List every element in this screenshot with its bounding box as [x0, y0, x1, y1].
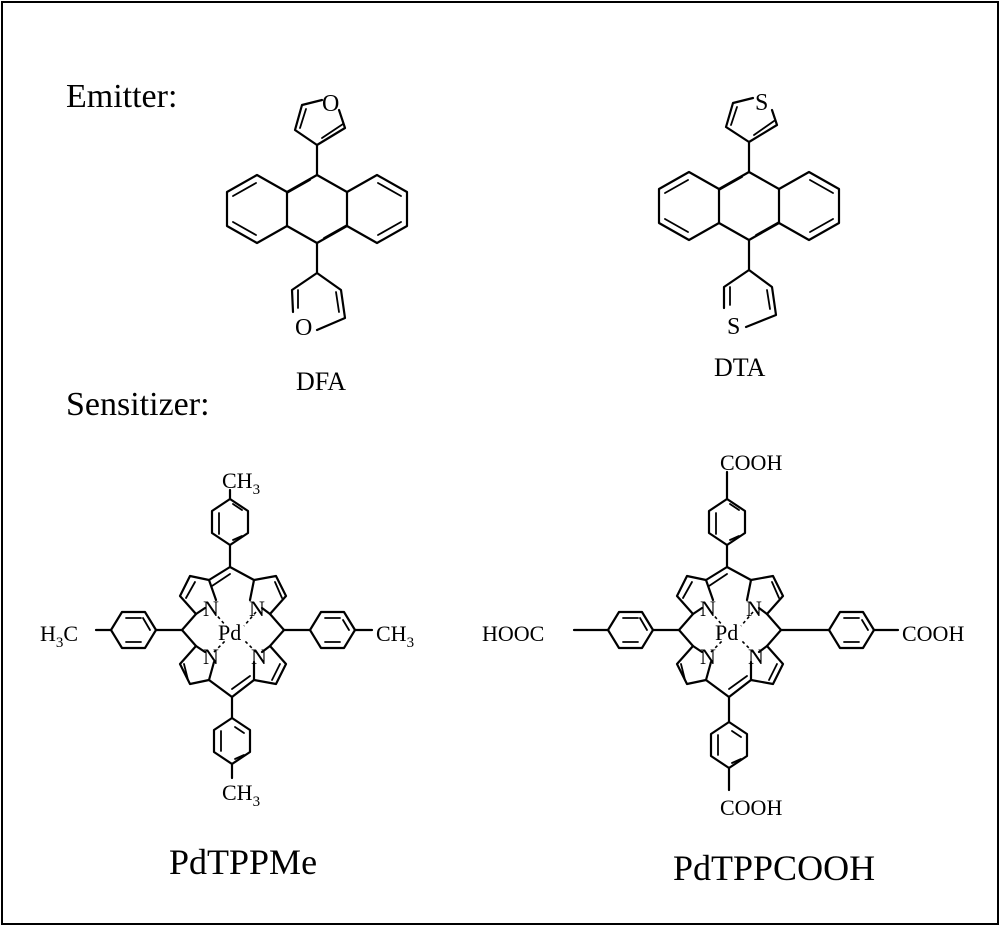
pdtppme-nitrogen-2: N — [249, 596, 265, 621]
pdtppcooh-nitrogen-2: N — [746, 596, 762, 621]
pdtppme-name: PdTPPMe — [169, 842, 317, 882]
pdtppme-tolyl-right — [282, 610, 374, 650]
pdtppme-methyl-left: H3C — [40, 621, 78, 651]
pdtppcooh-aryl-right — [779, 610, 900, 650]
emitter-heading: Emitter: — [66, 78, 177, 115]
pdtppcooh-nitrogen-1: N — [700, 596, 716, 621]
pdtppme-nitrogen-4: N — [251, 644, 267, 669]
pdtppcooh-name: PdTPPCOOH — [673, 848, 875, 888]
pdtppcooh-aryl-left — [572, 610, 681, 650]
dfa-name: DFA — [296, 367, 346, 396]
pdtppme-palladium: Pd — [218, 620, 241, 645]
dta-structure: S S DTA — [657, 90, 841, 382]
dfa-structure: O O DFA — [225, 91, 409, 396]
dta-name: DTA — [714, 353, 766, 382]
dta-bottom-thiophene — [722, 238, 778, 329]
pdtppme-methyl-top: CH3 — [222, 468, 260, 498]
pdtppcooh-aryl-top — [707, 470, 747, 569]
dta-top-thiophene — [724, 96, 779, 174]
pdtppme-nitrogen-3: N — [203, 644, 219, 669]
dta-anthracene-core — [657, 170, 841, 242]
pdtppcooh-acid-right: COOH — [902, 621, 964, 646]
pdtppcooh-nitrogen-3: N — [700, 644, 716, 669]
pdtppcooh-pd-n-bonds — [710, 611, 754, 653]
dfa-bottom-oxygen: O — [295, 315, 312, 341]
pdtppcooh-structure: N N N N Pd COOH COOH HOOC — [482, 450, 964, 888]
pdtppme-tolyl-left — [94, 610, 184, 650]
pdtppcooh-acid-top: COOH — [720, 450, 782, 475]
pdtppme-methyl-bottom: CH3 — [222, 780, 260, 810]
pdtppme-structure: N N N N Pd CH3 CH3 H3C — [40, 468, 414, 882]
sensitizer-heading: Sensitizer: — [66, 386, 210, 423]
dfa-bottom-furan — [290, 241, 347, 332]
dta-top-sulfur: S — [755, 90, 768, 116]
pdtppcooh-palladium: Pd — [715, 620, 738, 645]
pdtppcooh-aryl-bottom — [709, 695, 749, 792]
pdtppcooh-nitrogen-4: N — [748, 644, 764, 669]
pdtppme-pd-n-bonds — [213, 611, 257, 653]
pdtppcooh-acid-bottom: COOH — [720, 795, 782, 820]
dta-bottom-sulfur: S — [727, 314, 740, 340]
dfa-top-furan — [293, 98, 347, 177]
pdtppme-tolyl-bottom — [212, 695, 252, 780]
pdtppme-nitrogen-1: N — [203, 596, 219, 621]
pdtppme-methyl-right: CH3 — [376, 621, 414, 651]
dfa-top-oxygen: O — [322, 91, 339, 117]
pdtppme-tolyl-top — [210, 488, 250, 569]
pdtppcooh-acid-left: HOOC — [482, 621, 544, 646]
